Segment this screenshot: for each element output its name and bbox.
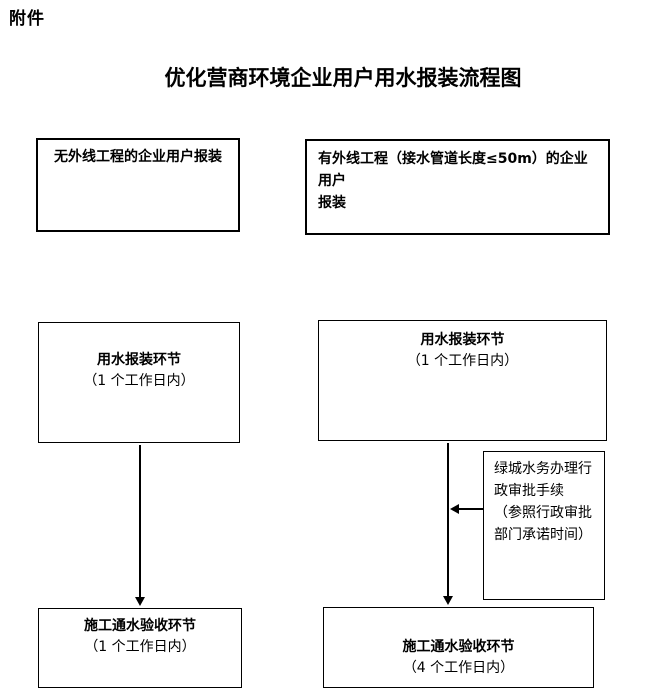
page-title: 优化营商环境企业用户用水报装流程图 — [164, 65, 522, 90]
start-box-no-external-works: 无外线工程的企业用户报装 — [36, 138, 240, 232]
approval-left-arrow-head — [450, 504, 459, 514]
down-arrow-right-head — [443, 596, 453, 605]
start-box-external-works: 有外线工程（接水管道长度≤50m）的企业用户 报装 — [305, 139, 610, 235]
acceptance-box-left-duration: （1 个工作日内） — [84, 639, 196, 655]
approval-note-line3: （参照行政审批 — [494, 505, 592, 521]
apply-box-right: 用水报装环节 （1 个工作日内） — [318, 320, 607, 441]
apply-box-right-title: 用水报装环节 — [420, 332, 505, 348]
acceptance-box-left: 施工通水验收环节 （1 个工作日内） — [38, 608, 242, 688]
acceptance-box-right-duration: （4 个工作日内） — [402, 660, 515, 676]
start-box-external-works-line1: 有外线工程（接水管道长度≤50m）的企业用户 — [318, 151, 588, 189]
acceptance-box-right-title: 施工通水验收环节 — [402, 639, 515, 655]
acceptance-box-right: 施工通水验收环节 （4 个工作日内） — [323, 607, 594, 688]
approval-note-line2: 政审批手续 — [494, 483, 564, 499]
approval-note-box: 绿城水务办理行 政审批手续 （参照行政审批 部门承诺时间） — [483, 451, 605, 600]
down-arrow-left-line — [139, 445, 141, 597]
acceptance-box-left-title: 施工通水验收环节 — [84, 618, 196, 634]
apply-box-left: 用水报装环节 （1 个工作日内） — [38, 322, 240, 443]
down-arrow-left-head — [135, 597, 145, 606]
apply-box-left-title: 用水报装环节 — [97, 352, 181, 368]
attachment-label: 附件 — [9, 9, 45, 29]
approval-note-line1: 绿城水务办理行 — [494, 461, 592, 477]
approval-left-arrow-line — [459, 508, 483, 510]
down-arrow-right-line — [447, 443, 449, 596]
apply-box-right-duration: （1 个工作日内） — [406, 353, 519, 369]
apply-box-left-duration: （1 个工作日内） — [83, 373, 195, 389]
approval-note-line4: 部门承诺时间） — [494, 527, 592, 543]
start-box-no-external-works-label: 无外线工程的企业用户报装 — [54, 149, 222, 165]
start-box-external-works-line2: 报装 — [318, 195, 346, 211]
